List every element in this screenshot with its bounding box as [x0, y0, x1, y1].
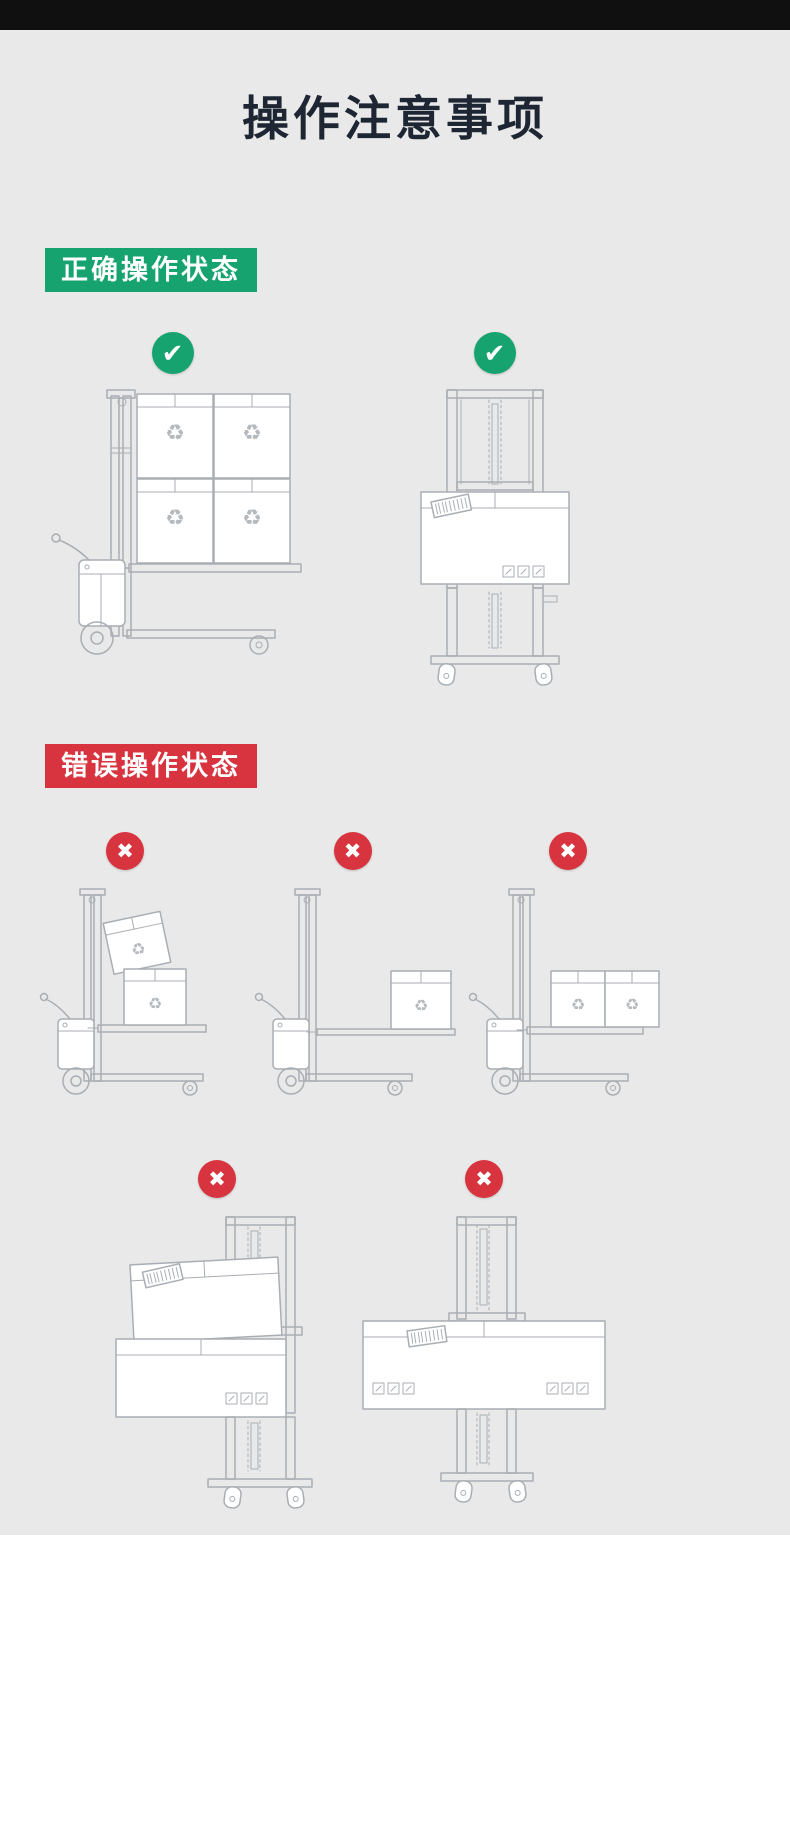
cross-icon: ✖	[106, 832, 144, 870]
cross-icon: ✖	[549, 832, 587, 870]
recycle-icon: ♻	[242, 421, 262, 446]
wheel	[453, 1479, 474, 1504]
figure-wrong-load-offset-side: ✖	[98, 1160, 336, 1516]
wheel	[435, 662, 457, 687]
stacker-base	[429, 587, 560, 687]
stacker-front-view-load-centered	[419, 389, 570, 687]
stacker-side-view-box-at-fork-tip: ♻	[254, 888, 456, 1096]
stacker-side-view-boxes-stacked-tilted: ♻ ♻	[39, 888, 207, 1096]
stacker-front-view-load-offset-side	[114, 1216, 313, 1510]
recycle-icon: ♻	[571, 995, 585, 1014]
stacker-base	[206, 1416, 313, 1510]
tilted-box: ♻	[101, 910, 172, 976]
wide-box	[362, 1320, 606, 1410]
load-boxes: ♻ ♻ ♻ ♻	[135, 393, 291, 564]
recycle-icon: ♻	[414, 996, 428, 1015]
check-icon: ✔	[473, 332, 516, 374]
page-title: 操作注意事项	[242, 92, 548, 145]
top-box	[128, 1256, 283, 1344]
cross-icon: ✖	[465, 1160, 503, 1198]
wheel	[532, 662, 554, 687]
figure-wrong-boxes-offset: ✖ ♻ ♻	[462, 832, 674, 1128]
stacker-truck	[39, 888, 106, 1095]
recycle-icon: ♻	[147, 994, 161, 1013]
bottom-white-panel	[0, 1535, 790, 1848]
cross-icon: ✖	[333, 832, 372, 870]
stacker-truck	[254, 888, 321, 1095]
recycle-icon: ♻	[165, 421, 185, 446]
stacker-base	[440, 1408, 534, 1504]
figure-correct-side: ✔	[30, 332, 315, 694]
check-icon: ✔	[151, 332, 194, 374]
stacker-truck	[468, 888, 535, 1095]
load-box	[419, 491, 570, 585]
figure-wrong-stacked-tilted: ✖ ♻ ♻	[25, 832, 225, 1128]
stacker-side-view-load-centered: ♻ ♻ ♻ ♻	[50, 389, 302, 655]
wheel	[221, 1485, 243, 1510]
stacker-truck	[50, 389, 302, 655]
cross-icon: ✖	[198, 1160, 236, 1198]
figure-wrong-box-at-tip: ✖ ♻	[245, 832, 460, 1128]
recycle-icon: ♻	[165, 506, 185, 531]
wheel	[284, 1485, 306, 1510]
figure-correct-front: ✔	[392, 332, 597, 694]
stacker-side-view-boxes-offset-forward: ♻ ♻	[468, 888, 660, 1096]
bottom-box	[114, 1338, 287, 1418]
stacker-front-view-load-overwide	[362, 1216, 606, 1504]
bottom-box: ♻	[122, 968, 187, 1026]
top-bar	[0, 0, 790, 30]
load-box: ♻	[390, 970, 452, 1030]
correct-status-label: 正确操作状态	[45, 248, 257, 292]
recycle-icon: ♻	[129, 938, 147, 960]
recycle-icon: ♻	[625, 995, 639, 1014]
recycle-icon: ♻	[242, 506, 262, 531]
load-boxes: ♻ ♻	[550, 970, 660, 1028]
wrong-status-label: 错误操作状态	[45, 744, 257, 788]
stacker-mast	[448, 1216, 526, 1322]
wheel	[507, 1479, 528, 1504]
figure-wrong-load-overwide: ✖	[348, 1160, 620, 1511]
